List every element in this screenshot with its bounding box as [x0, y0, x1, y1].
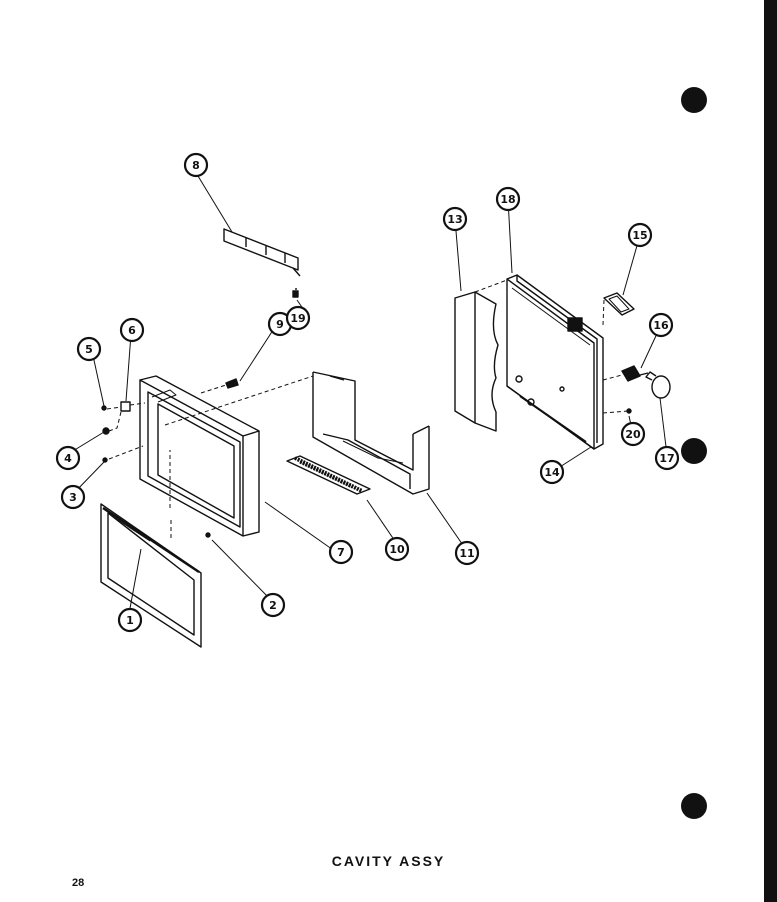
callout-circle	[384, 536, 410, 562]
callout-label: 5	[85, 343, 93, 356]
callout-circle	[76, 336, 102, 362]
callout-label: 17	[659, 452, 674, 465]
callout-label: 3	[69, 491, 77, 504]
callout-label: 18	[500, 193, 515, 206]
part-lamp-socket	[621, 365, 649, 382]
callout-label: 10	[389, 543, 405, 556]
part-hardware	[101, 378, 632, 538]
callout-circle	[285, 305, 311, 331]
part-bracket-top	[223, 228, 301, 298]
part-front-frame	[139, 375, 260, 537]
callout-11: 11	[454, 540, 480, 566]
part-insulation-pad	[454, 291, 499, 432]
callout-label: 9	[276, 318, 284, 331]
callout-1: 1	[117, 607, 143, 633]
callout-2: 2	[260, 592, 286, 618]
callout-8: 8	[183, 152, 209, 178]
callout-label: 13	[447, 213, 462, 226]
callout-label: 4	[64, 452, 72, 465]
callout-label: 15	[632, 229, 647, 242]
binder-hole-icon	[681, 87, 707, 113]
callout-3: 3	[60, 484, 86, 510]
part-u-channel	[312, 371, 430, 495]
callout-circle	[183, 152, 209, 178]
callout-group: 1 2 3 4 5 6 7 8 9 10 11 13 14 15 16 17 18 19 20	[55, 152, 680, 633]
callout-circle	[55, 445, 81, 471]
callout-circle	[654, 445, 680, 471]
callout-15: 15	[627, 222, 653, 248]
callout-20: 20	[620, 421, 646, 447]
callout-label: 6	[128, 324, 136, 337]
callout-label: 11	[459, 547, 474, 560]
part-door-frame	[100, 503, 202, 648]
callout-4: 4	[55, 445, 81, 471]
callout-label: 1	[126, 614, 134, 627]
callout-circle	[495, 186, 521, 212]
binder-hole-icon	[681, 438, 707, 464]
part-rear-panel	[506, 274, 604, 450]
callout-circle	[60, 484, 86, 510]
callout-circle	[627, 222, 653, 248]
part-gasket	[603, 292, 635, 316]
callout-14: 14	[539, 459, 565, 485]
part-lamp-bulb	[645, 371, 671, 399]
callout-label: 7	[337, 546, 345, 559]
callout-7: 7	[328, 539, 354, 565]
callout-circle	[119, 317, 145, 343]
callout-circle	[648, 312, 674, 338]
callout-label: 19	[290, 312, 305, 325]
binder-edge	[764, 0, 777, 902]
callout-circle	[260, 592, 286, 618]
callout-label: 2	[269, 599, 277, 612]
diagram-caption: CAVITY ASSY	[331, 853, 446, 869]
callout-16: 16	[648, 312, 674, 338]
callout-13: 13	[442, 206, 468, 232]
part-grille	[286, 455, 371, 495]
page-number: 28	[72, 877, 85, 889]
callout-label: 20	[625, 428, 641, 441]
callout-5: 5	[76, 336, 102, 362]
binder-hole-icon	[681, 793, 707, 819]
callout-circle	[620, 421, 646, 447]
callout-10: 10	[384, 536, 410, 562]
assembly-lines	[106, 279, 629, 540]
callout-18: 18	[495, 186, 521, 212]
callout-circle	[328, 539, 354, 565]
callout-circle	[442, 206, 468, 232]
callout-label: 14	[544, 466, 560, 479]
callout-circle	[117, 607, 143, 633]
callout-circle	[454, 540, 480, 566]
callout-circle	[539, 459, 565, 485]
callout-label: 8	[192, 159, 200, 172]
callout-label: 16	[653, 319, 669, 332]
callout-17: 17	[654, 445, 680, 471]
callout-6: 6	[119, 317, 145, 343]
callout-19: 19	[285, 305, 311, 331]
